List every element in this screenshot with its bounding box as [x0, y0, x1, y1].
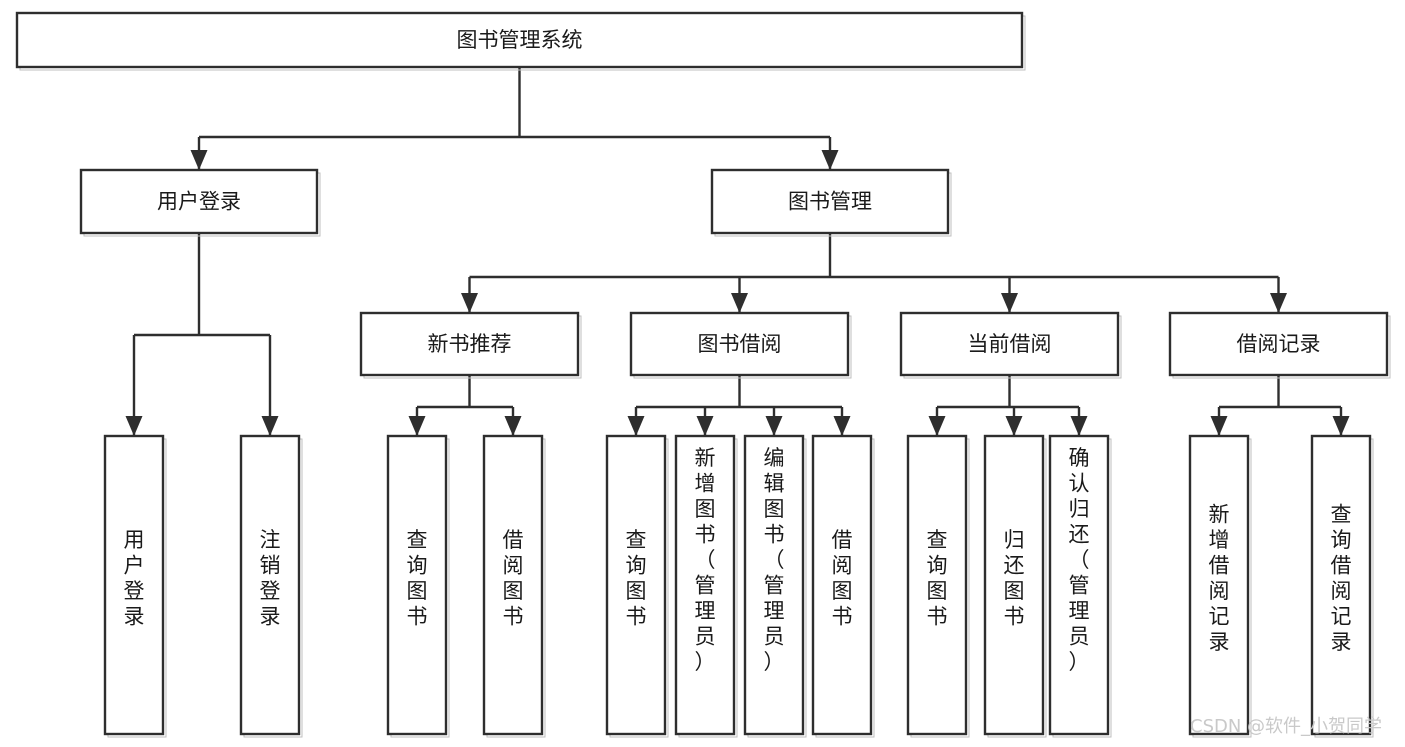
node-label-add-book: 新增图书（管理员） [695, 446, 716, 674]
csdn-watermark: CSDN @软件_小贺同学 [1190, 716, 1382, 737]
node-borrow-record[interactable]: 借阅记录 [1168, 311, 1391, 379]
node-label-borrow-record: 借阅记录 [1237, 332, 1321, 356]
node-confirm-return[interactable]: 确认归还（管理员） [1048, 434, 1112, 738]
node-label-edit-book: 编辑图书（管理员） [764, 446, 785, 674]
node-label-query-book-1: 查询图书 [407, 528, 428, 629]
edges-layer [125, 67, 1350, 436]
arrow-query-book-1 [408, 416, 426, 436]
node-label-borrow-book-2: 借阅图书 [832, 528, 853, 629]
node-box-user-login[interactable] [79, 168, 319, 235]
arrow-edit-book [765, 416, 783, 436]
node-box-query-book-3[interactable] [906, 434, 968, 736]
node-label-root: 图书管理系统 [457, 28, 583, 52]
arrow-new-book-rec [461, 293, 478, 313]
arrow-user-login [190, 150, 208, 170]
node-label-user-logout: 注销登录 [260, 528, 281, 629]
node-root[interactable]: 图书管理系统 [15, 11, 1026, 71]
node-query-book-1[interactable]: 查询图书 [386, 434, 450, 738]
node-label-borrow-book-1: 借阅图书 [503, 528, 524, 629]
node-query-book-2[interactable]: 查询图书 [605, 434, 669, 738]
arrow-confirm-return [1070, 416, 1088, 436]
node-box-current-borrow[interactable] [899, 311, 1120, 377]
node-box-user-logout[interactable] [239, 434, 301, 736]
node-query-book-3[interactable]: 查询图书 [906, 434, 970, 738]
node-box-book-borrow[interactable] [629, 311, 850, 377]
node-box-borrow-book-1[interactable] [482, 434, 544, 736]
arrow-add-book [696, 416, 714, 436]
node-borrow-book-1[interactable]: 借阅图书 [482, 434, 546, 738]
arrow-current-borrow [1001, 293, 1018, 313]
node-return-book[interactable]: 归还图书 [983, 434, 1047, 738]
arrow-book-manage [821, 150, 839, 170]
node-user-login-do[interactable]: 用户登录 [103, 434, 167, 738]
node-edit-book[interactable]: 编辑图书（管理员） [743, 434, 807, 738]
node-box-query-book-1[interactable] [386, 434, 448, 736]
arrow-return-book [1005, 416, 1023, 436]
arrow-borrow-book-1 [504, 416, 522, 436]
node-query-borrow-record[interactable]: 查询借阅记录 [1310, 434, 1374, 738]
node-box-new-book-rec[interactable] [359, 311, 580, 377]
node-label-return-book: 归还图书 [1004, 528, 1025, 629]
node-label-new-book-rec: 新书推荐 [428, 332, 512, 356]
arrow-borrow-book-2 [833, 416, 851, 436]
node-book-manage[interactable]: 图书管理 [710, 168, 952, 237]
node-user-logout[interactable]: 注销登录 [239, 434, 303, 738]
node-box-return-book[interactable] [983, 434, 1045, 736]
node-user-login[interactable]: 用户登录 [79, 168, 321, 237]
node-box-borrow-record[interactable] [1168, 311, 1389, 377]
node-box-add-book[interactable] [674, 434, 736, 736]
arrow-query-book-2 [627, 416, 645, 436]
node-label-book-manage: 图书管理 [788, 190, 872, 214]
node-box-user-login-do[interactable] [103, 434, 165, 736]
node-current-borrow[interactable]: 当前借阅 [899, 311, 1122, 379]
node-borrow-book-2[interactable]: 借阅图书 [811, 434, 875, 738]
node-label-query-book-2: 查询图书 [626, 528, 647, 629]
node-box-query-borrow-record[interactable] [1310, 434, 1372, 736]
node-box-borrow-book-2[interactable] [811, 434, 873, 736]
node-add-book[interactable]: 新增图书（管理员） [674, 434, 738, 738]
node-label-current-borrow: 当前借阅 [968, 332, 1052, 356]
arrow-add-borrow-record [1210, 416, 1228, 436]
arrow-book-borrow [731, 293, 748, 313]
node-box-confirm-return[interactable] [1048, 434, 1110, 736]
nodes-layer: 图书管理系统用户登录用户登录注销登录图书管理新书推荐查询图书借阅图书图书借阅查询… [15, 11, 1391, 738]
node-add-borrow-record[interactable]: 新增借阅记录 [1188, 434, 1252, 738]
arrow-query-borrow-record [1332, 416, 1350, 436]
node-label-user-login: 用户登录 [157, 190, 241, 214]
node-label-confirm-return: 确认归还（管理员） [1069, 446, 1090, 674]
arrow-user-logout [261, 416, 279, 436]
arrow-query-book-3 [928, 416, 946, 436]
node-label-add-borrow-record: 新增借阅记录 [1209, 502, 1230, 654]
node-label-user-login-do: 用户登录 [124, 528, 145, 629]
node-label-query-book-3: 查询图书 [927, 528, 948, 629]
node-box-root[interactable] [15, 11, 1024, 69]
node-box-book-manage[interactable] [710, 168, 950, 235]
node-label-book-borrow: 图书借阅 [698, 332, 782, 356]
arrow-user-login-do [125, 416, 143, 436]
node-box-add-borrow-record[interactable] [1188, 434, 1250, 736]
node-book-borrow[interactable]: 图书借阅 [629, 311, 852, 379]
node-new-book-rec[interactable]: 新书推荐 [359, 311, 582, 379]
node-box-query-book-2[interactable] [605, 434, 667, 736]
arrow-borrow-record [1270, 293, 1287, 313]
node-box-edit-book[interactable] [743, 434, 805, 736]
node-label-query-borrow-record: 查询借阅记录 [1331, 502, 1352, 654]
